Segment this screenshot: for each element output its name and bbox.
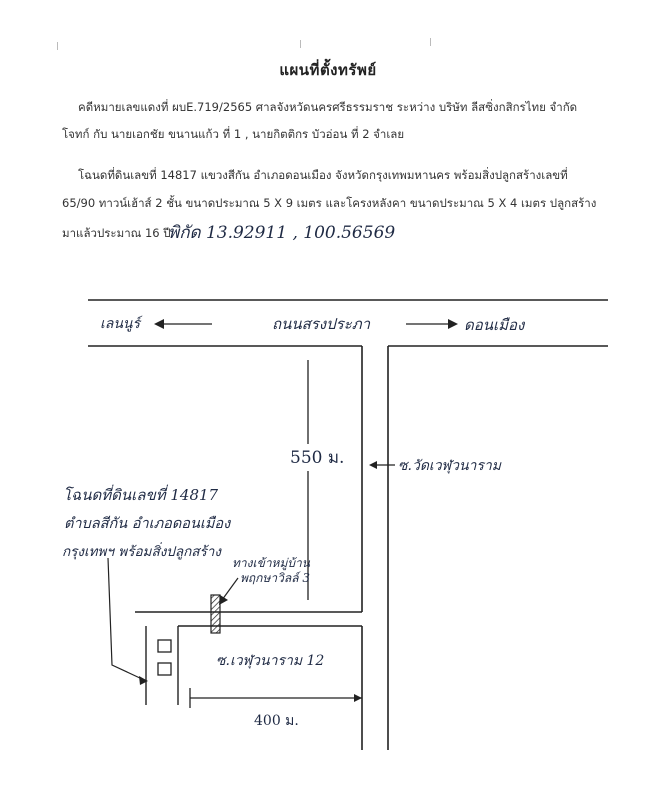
distance-400-arrowhead — [354, 694, 362, 702]
plot-square-1 — [157, 639, 172, 653]
soi-label: ซ.วัดเวฬุวนาราม — [398, 458, 502, 474]
side-soi-label: ซ.เวฬุวนาราม 12 — [216, 653, 325, 669]
village-entrance-hatched-mark — [210, 594, 221, 634]
junction-note-line-2: พฤกษาวิลล์ 3 — [240, 571, 310, 585]
case-line-1: คดีหมายเลขแดงที่ ผบE.719/2565 ศาลจังหวัด… — [78, 100, 578, 114]
deed-note-pointer — [107, 557, 143, 680]
scan-mark — [300, 40, 301, 48]
scan-mark — [430, 38, 431, 46]
coordinates-handwritten: พิกัด 13.92911 , 100.56569 — [168, 223, 396, 243]
right-direction-label: ดอนเมือง — [464, 316, 525, 334]
deed-note-pointer-head — [139, 676, 148, 685]
distance-550-label: 550 ม. — [288, 444, 347, 471]
case-line-2: โจทก์ กับ นายเอกชัย ขนานแก้ว ที่ 1 , นาย… — [62, 127, 405, 141]
deed-note-line-1: โฉนดที่ดินเลขที่ 14817 — [63, 486, 219, 504]
page-title: แผนที่ตั้งทรัพย์ — [279, 61, 377, 79]
left-direction-label: เลนนูร์ — [100, 316, 141, 332]
scan-mark — [57, 42, 58, 50]
plot-square-2 — [157, 662, 172, 676]
deed-line-2: 65/90 ทาวน์เฮ้าส์ 2 ชั้น ขนาดประมาณ 5 X … — [62, 196, 597, 210]
soi-label-pointer-head — [369, 461, 377, 469]
deed-line-3: มาแล้วประมาณ 16 ปี — [62, 226, 171, 240]
deed-line-1: โฉนดที่ดินเลขที่ 14817 แขวงสีกัน อำเภอดอ… — [78, 168, 568, 182]
right-direction-arrowhead — [448, 319, 458, 329]
deed-note-line-2: ตำบลสีกัน อำเภอดอนเมือง — [64, 516, 231, 532]
junction-note-line-1: ทางเข้าหมู่บ้าน — [232, 556, 310, 570]
main-road-label: ถนนสรงประภา — [272, 315, 371, 333]
deed-note-line-3: กรุงเทพฯ พร้อมสิ่งปลูกสร้าง — [62, 544, 221, 560]
junction-note-pointer-head — [219, 595, 228, 605]
distance-400-label: 400 ม. — [254, 713, 299, 729]
left-direction-arrowhead — [154, 319, 164, 329]
junction-note-pointer — [221, 577, 239, 601]
